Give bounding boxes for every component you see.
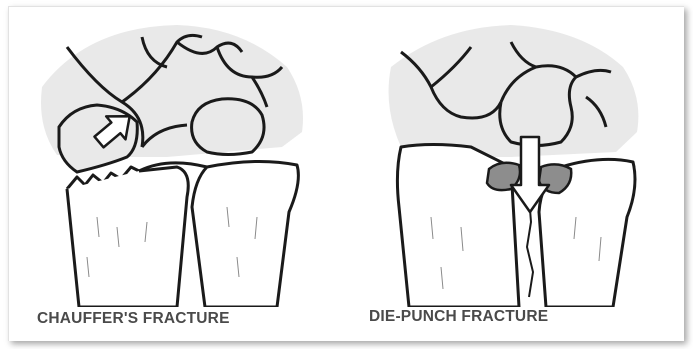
die-punch-fracture-drawing — [361, 7, 661, 307]
radius-bone — [67, 167, 188, 307]
chauffeur-fracture-drawing — [27, 7, 327, 307]
die-punch-fracture-panel — [361, 7, 661, 307]
figure-frame: CHAUFFER'S FRACTURE DIE-PUNCH FRACTURE — [8, 6, 684, 341]
die-punch-fracture-caption: DIE-PUNCH FRACTURE — [369, 308, 548, 326]
ulna-bone — [192, 161, 298, 307]
chauffeur-fracture-caption: CHAUFFER'S FRACTURE — [37, 310, 230, 328]
chauffeur-fracture-panel — [27, 7, 327, 307]
